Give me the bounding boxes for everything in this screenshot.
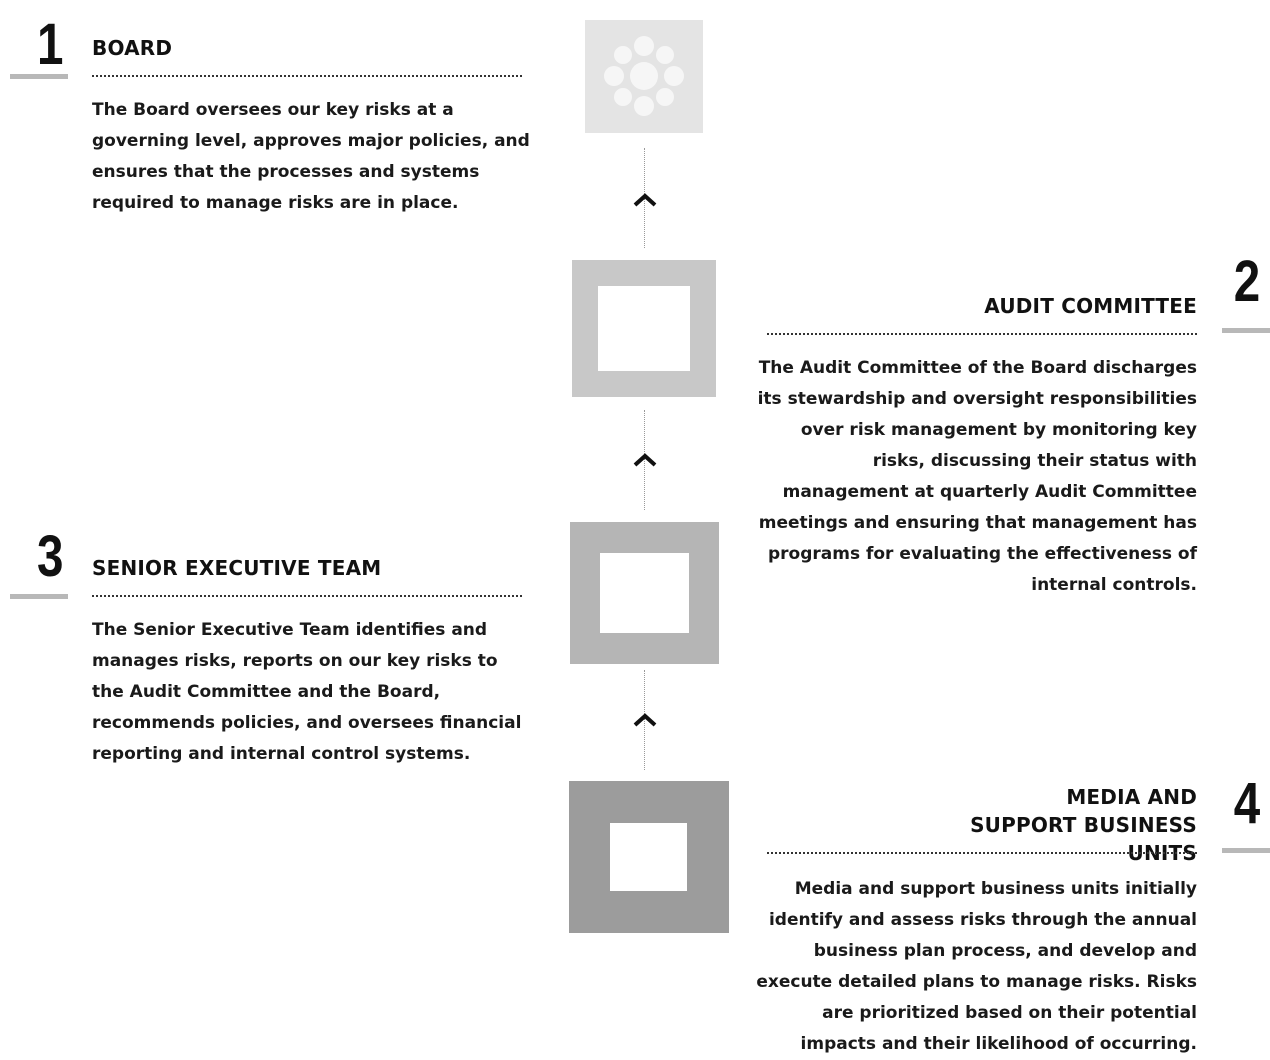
step-2-number: 2 [1233,249,1260,314]
level-3-box-center [600,553,689,633]
step-3-number: 3 [37,524,64,589]
chevron-up-icon [633,453,657,467]
step-4-accent-bar [1222,848,1270,853]
step-1-accent-bar [10,74,68,79]
step-3-description: The Senior Executive Team identifies and… [92,620,522,764]
connector-line [644,670,645,770]
step-2-accent-bar [1222,328,1270,333]
level-2-box-center [598,286,690,371]
level-4-box [569,781,729,933]
step-4-description: Media and support business units initial… [756,879,1197,1054]
step-2-title: AUDIT COMMITTEE [984,294,1197,318]
chevron-up-icon [633,713,657,727]
step-2-description: The Audit Committee of the Board dischar… [757,358,1197,595]
step-1-number: 1 [37,12,64,77]
level-2-box [572,260,716,397]
step-1-title: BOARD [92,36,173,60]
step-3-divider [92,595,522,597]
step-1-divider [92,75,522,77]
connector-line [644,410,645,510]
cbc-gem-logo-icon [604,36,684,116]
step-3-accent-bar [10,594,68,599]
logo-box [585,20,703,133]
level-3-box [570,522,719,664]
step-4-title: MEDIA AND SUPPORT BUSINESS UNITS [970,785,1197,865]
chevron-up-icon [633,193,657,207]
step-4-number: 4 [1233,771,1260,836]
step-1-description: The Board oversees our key risks at a go… [92,100,530,213]
step-2-divider [767,333,1197,335]
level-4-box-center [610,823,687,891]
step-3-title: SENIOR EXECUTIVE TEAM [92,556,382,580]
step-4-divider [767,852,1197,854]
